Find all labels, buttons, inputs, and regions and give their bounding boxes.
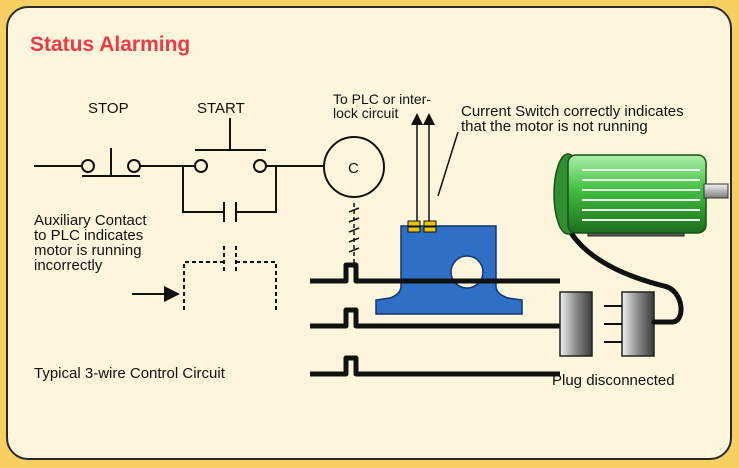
coil-linkage bbox=[348, 203, 360, 268]
plc-label-1: To PLC or inter- bbox=[333, 91, 431, 107]
current-switch-label-1: Current Switch correctly indicates bbox=[461, 103, 684, 120]
current-switch-label-2: that the motor is not running bbox=[461, 118, 648, 135]
coil-label: C bbox=[348, 160, 359, 177]
power-conductors bbox=[310, 262, 560, 377]
auxiliary-contact bbox=[183, 246, 277, 310]
aux-label-2: to PLC indicates bbox=[34, 227, 143, 244]
aux-label-1: Auxiliary Contact bbox=[34, 212, 147, 229]
aux-label-3: motor is running bbox=[34, 242, 142, 259]
stop-label: STOP bbox=[88, 100, 129, 117]
plc-label-2: lock circuit bbox=[333, 105, 398, 121]
plc-wires bbox=[411, 113, 459, 224]
contactor-coil: C bbox=[323, 136, 385, 198]
current-switch-icon bbox=[375, 220, 523, 315]
start-button-symbol bbox=[182, 118, 277, 222]
stop-button-symbol bbox=[81, 148, 141, 177]
circuit-caption: Typical 3-wire Control Circuit bbox=[34, 365, 226, 382]
page-title: Status Alarming bbox=[30, 33, 191, 56]
aux-label-4: incorrectly bbox=[34, 257, 103, 274]
start-label: START bbox=[197, 100, 245, 117]
electric-motor-icon bbox=[553, 153, 729, 237]
plug-caption: Plug disconnected bbox=[552, 372, 675, 389]
plug-icon bbox=[559, 291, 655, 357]
